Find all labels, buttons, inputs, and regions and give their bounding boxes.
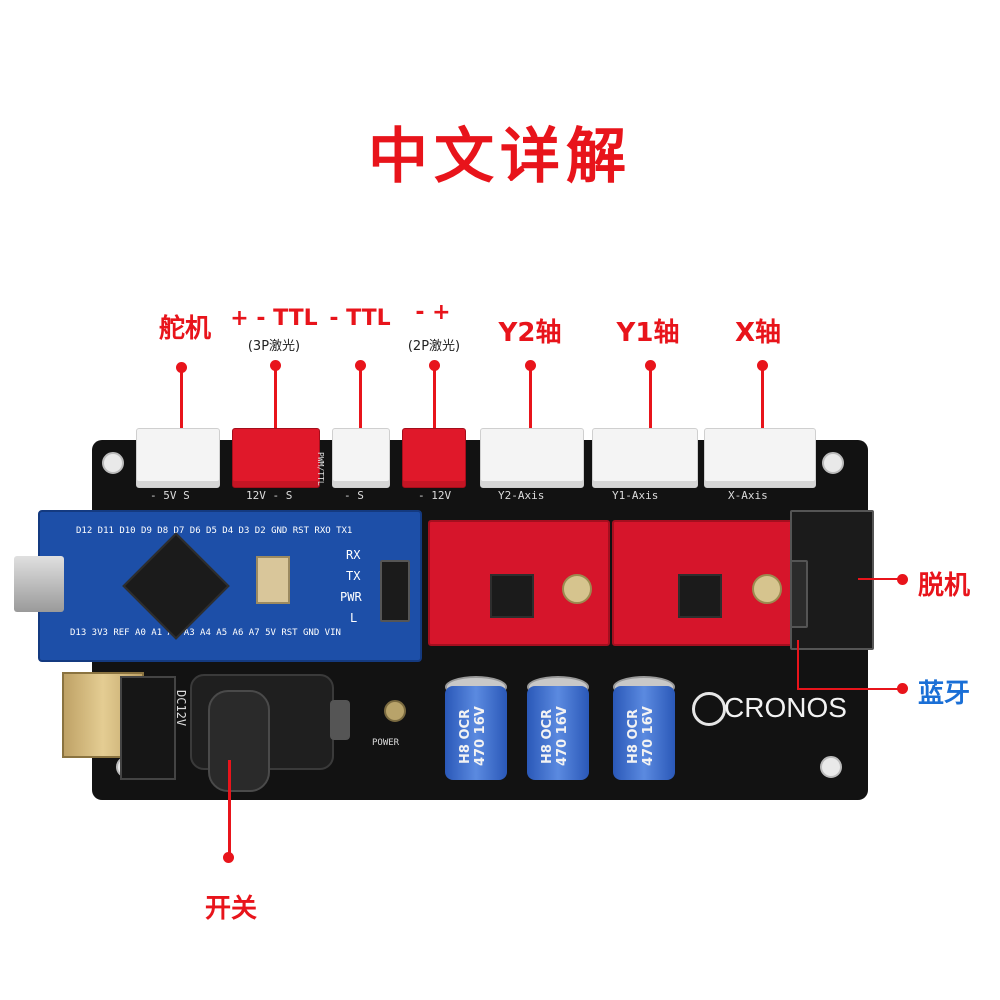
driver-chip bbox=[678, 574, 722, 618]
label-x-axis: X轴 bbox=[734, 318, 782, 348]
servo-connector bbox=[136, 428, 220, 488]
callout-line-bluetooth-v bbox=[797, 640, 799, 690]
callout-line-offline bbox=[858, 578, 898, 580]
silk-dc12v: DC12V bbox=[174, 690, 188, 727]
callout-dot-x bbox=[757, 360, 768, 371]
label-ttl3-sub: (3P激光) bbox=[247, 339, 301, 354]
callout-line-y2 bbox=[529, 366, 532, 428]
callout-dot-offline bbox=[897, 574, 908, 585]
label-laser2-sub: (2P激光) bbox=[407, 339, 461, 354]
label-switch: 开关 bbox=[204, 894, 257, 924]
nano-top-pins: D12 D11 D10 D9 D8 D7 D6 D5 D4 D3 D2 GND … bbox=[76, 526, 353, 536]
reset-button bbox=[256, 556, 290, 604]
led-rx-label: RX bbox=[346, 548, 361, 562]
silk-x-axis: X-Axis bbox=[728, 489, 768, 502]
label-bluetooth: 蓝牙 bbox=[917, 679, 970, 709]
callout-dot-y1 bbox=[645, 360, 656, 371]
x-axis-connector bbox=[704, 428, 816, 488]
label-ttl3: + - TTL bbox=[230, 306, 318, 331]
nano-bottom-pins: D13 3V3 REF A0 A1 A2 A3 A4 A5 A6 A7 5V R… bbox=[70, 628, 341, 638]
usb-port bbox=[14, 556, 64, 612]
callout-line-switch bbox=[228, 760, 231, 856]
silk-laser2: - 12V bbox=[418, 489, 452, 502]
label-laser2: - + bbox=[415, 300, 451, 325]
power-switch-toggle[interactable] bbox=[208, 690, 270, 792]
silk-power: POWER bbox=[372, 738, 400, 748]
callout-dot-servo bbox=[176, 362, 187, 373]
label-y2-axis: Y2轴 bbox=[498, 318, 562, 348]
silk-ttl3: 12V - S bbox=[246, 489, 293, 502]
callout-line-bluetooth-h bbox=[797, 688, 899, 690]
mount-hole bbox=[822, 452, 844, 474]
switch-terminal bbox=[330, 700, 350, 740]
capacitor-1-text: H8 OCR 470 16V bbox=[458, 706, 488, 766]
label-y1-axis: Y1轴 bbox=[616, 318, 680, 348]
power-led bbox=[384, 700, 406, 722]
capacitor-1 bbox=[445, 686, 507, 780]
callout-line-ttl bbox=[359, 366, 362, 428]
label-ttl: - TTL bbox=[329, 306, 391, 331]
brand-name: CRONOS bbox=[724, 692, 847, 723]
callout-dot-bluetooth bbox=[897, 683, 908, 694]
ttl-connector bbox=[332, 428, 390, 488]
callout-line-servo bbox=[180, 368, 183, 428]
capacitor-3 bbox=[613, 686, 675, 780]
potentiometer bbox=[752, 574, 782, 604]
ttl3-laser-connector bbox=[232, 428, 320, 488]
led-l-label: L bbox=[350, 611, 358, 625]
label-offline: 脱机 bbox=[917, 571, 970, 601]
bluetooth-header bbox=[790, 560, 808, 628]
silk-servo: - 5V S bbox=[150, 489, 190, 502]
silk-y1-axis: Y1-Axis bbox=[612, 489, 659, 502]
y2-axis-connector bbox=[480, 428, 584, 488]
y1-axis-connector bbox=[592, 428, 698, 488]
callout-dot-ttl bbox=[355, 360, 366, 371]
callout-dot-switch bbox=[223, 852, 234, 863]
potentiometer bbox=[562, 574, 592, 604]
callout-dot-y2 bbox=[525, 360, 536, 371]
led-tx-label: TX bbox=[346, 569, 361, 583]
silk-ttl: - S bbox=[344, 489, 364, 502]
capacitor-3-text: H8 OCR 470 16V bbox=[626, 706, 656, 766]
mount-hole bbox=[820, 756, 842, 778]
callout-line-ttl3 bbox=[274, 366, 277, 428]
callout-line-y1 bbox=[649, 366, 652, 428]
led-pwr-label: PWR bbox=[340, 590, 362, 604]
callout-dot-laser2 bbox=[429, 360, 440, 371]
capacitor-2-text: H8 OCR 470 16V bbox=[540, 706, 570, 766]
callout-line-x bbox=[761, 366, 764, 428]
silk-pwm: PWM/TTL bbox=[316, 452, 325, 486]
dc-jack-housing bbox=[120, 676, 176, 780]
callout-dot-ttl3 bbox=[270, 360, 281, 371]
callout-line-laser2 bbox=[433, 366, 436, 428]
label-servo: 舵机 bbox=[158, 314, 211, 344]
laser2-connector bbox=[402, 428, 466, 488]
silk-y2-axis: Y2-Axis bbox=[498, 489, 545, 502]
driver-chip bbox=[490, 574, 534, 618]
pin-header bbox=[380, 560, 410, 622]
mount-hole bbox=[102, 452, 124, 474]
cronos-logo-icon bbox=[692, 692, 726, 726]
capacitor-2 bbox=[527, 686, 589, 780]
page-title: 中文详解 bbox=[368, 122, 632, 192]
